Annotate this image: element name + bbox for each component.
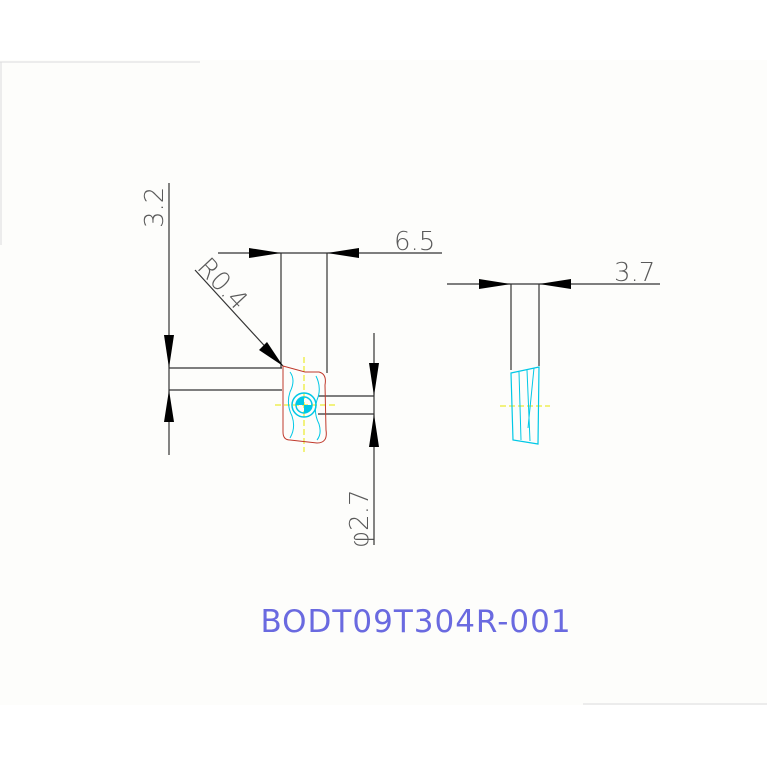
insert-side-view xyxy=(500,366,550,445)
arrow-up-3-2 xyxy=(164,390,174,422)
dimension-3-7: 3.7 xyxy=(447,258,660,370)
screw-hole-quadrant-2 xyxy=(296,397,304,405)
screw-hole-quadrant xyxy=(304,405,312,413)
dimension-hole-diameter: φ2.7 xyxy=(318,333,379,548)
arrow-down-diameter xyxy=(369,363,379,396)
dimension-3-2: 3.2 xyxy=(140,183,282,455)
arrow-up-diameter xyxy=(369,414,379,447)
dimension-6-5: 6.5 xyxy=(218,227,442,373)
screw-hole-outer xyxy=(291,392,317,418)
arrow-down-3-2 xyxy=(164,335,174,368)
insert-edge-right xyxy=(314,375,321,441)
insert-outline xyxy=(282,365,327,444)
dimension-label-3-2: 3.2 xyxy=(140,187,170,228)
side-outline xyxy=(510,366,540,445)
arrow-radius xyxy=(259,342,283,366)
side-edge-1 xyxy=(518,371,522,441)
side-edge-2 xyxy=(526,369,531,442)
side-edge-3 xyxy=(527,367,535,429)
part-number: BODT09T304R-001 xyxy=(260,604,571,640)
dimension-label-3-7: 3.7 xyxy=(614,258,655,288)
arrow-right-3-7 xyxy=(479,279,511,289)
insert-edge-left xyxy=(287,371,295,439)
dimension-label-6-5: 6.5 xyxy=(394,227,435,257)
arrow-right-6-5 xyxy=(249,248,281,258)
arrow-left-6-5 xyxy=(327,248,359,258)
arrow-left-3-7 xyxy=(539,279,571,289)
drawing-sheet xyxy=(0,60,767,705)
insert-front-view xyxy=(275,357,335,452)
dimension-label-diameter: φ2.7 xyxy=(345,490,375,549)
